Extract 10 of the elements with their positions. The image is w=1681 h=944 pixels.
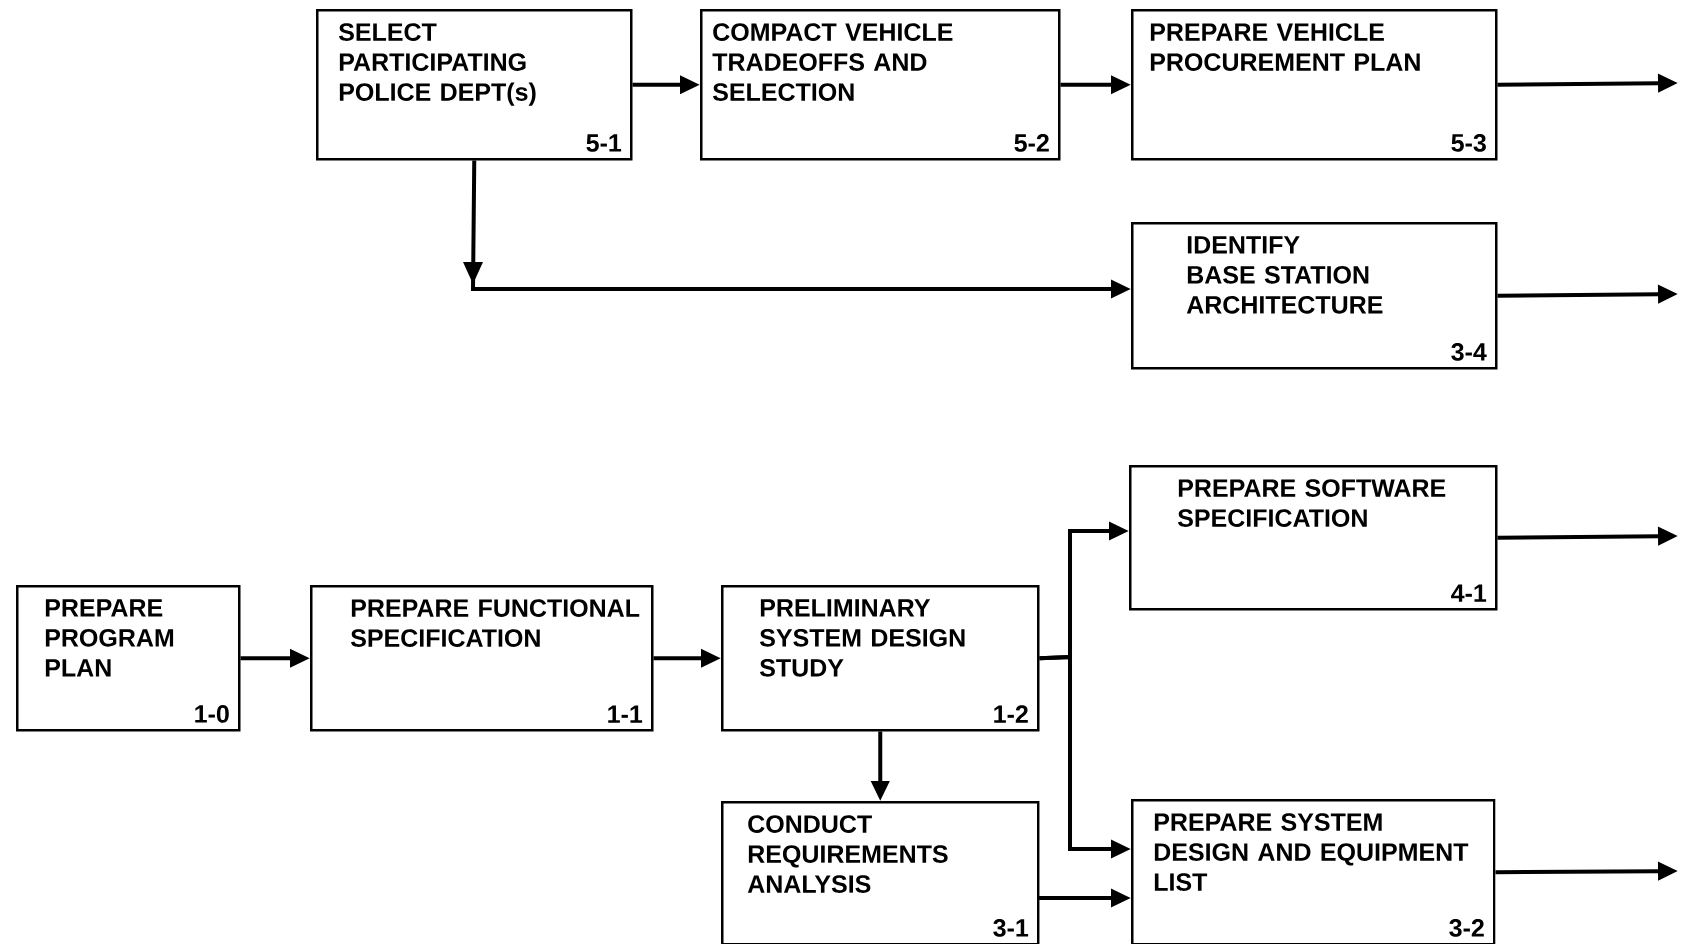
process-box: CONDUCT REQUIREMENTS ANALYSIS 3-1 <box>721 801 1040 944</box>
process-box: IDENTIFY BASE STATION ARCHITECTURE 3-4 <box>1131 222 1498 370</box>
process-box: PREPARE PROGRAM PLAN 1-0 <box>16 585 241 732</box>
process-box: PREPARE SYSTEM DESIGN AND EQUIPMENT LIST 3-2 <box>1131 799 1496 944</box>
process-box: PREPARE FUNCTIONAL SPECIFICATION 1-1 <box>310 585 654 732</box>
process-box: PREPARE SOFTWARE SPECIFICATION 4-1 <box>1129 465 1498 611</box>
process-box: PRELIMINARY SYSTEM DESIGN STUDY 1-2 <box>721 585 1040 732</box>
process-box: COMPACT VEHICLE TRADEOFFS AND SELECTION 5-2 <box>700 9 1061 161</box>
process-box: PREPARE VEHICLE PROCUREMENT PLAN 5-3 <box>1131 9 1498 161</box>
process-box: SELECT PARTICIPATING POLICE DEPT(s) 5-1 <box>316 9 633 161</box>
